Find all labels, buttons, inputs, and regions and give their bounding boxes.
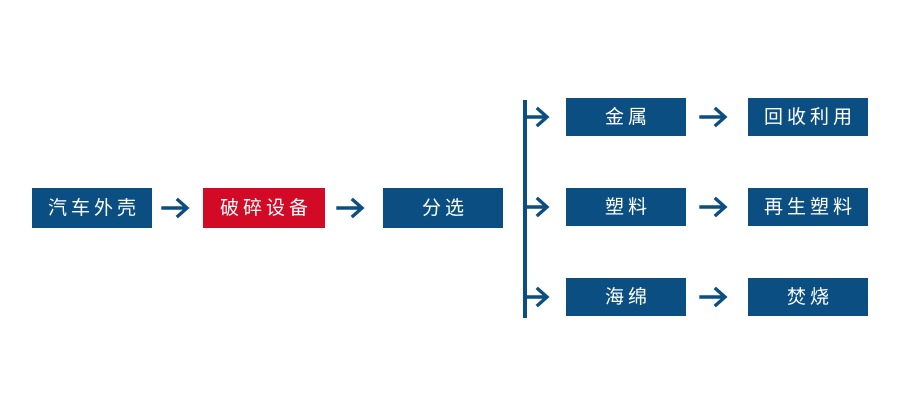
- node-material-sponge-label: 海绵: [604, 286, 651, 308]
- node-destination-regenerated-plastic-label: 再生塑料: [763, 196, 856, 218]
- node-material-metal[interactable]: 金属: [566, 98, 686, 136]
- node-material-plastic-label: 塑料: [604, 196, 651, 218]
- arrow-right-icon-metal-to-destination: [699, 104, 733, 130]
- node-material-plastic[interactable]: 塑料: [566, 188, 686, 226]
- node-input[interactable]: 汽车外壳: [32, 188, 152, 228]
- node-input-label: 汽车外壳: [47, 197, 140, 219]
- arrow-right-icon-crusher-to-sorting: [336, 195, 370, 221]
- node-crusher-label: 破碎设备: [219, 197, 312, 219]
- branch-arrow-right-icon-plastic: [525, 196, 555, 218]
- node-destination-regenerated-plastic[interactable]: 再生塑料: [748, 188, 868, 226]
- arrow-right-icon-sponge-to-destination: [699, 284, 733, 310]
- arrow-right-icon-input-to-crusher: [161, 195, 195, 221]
- node-destination-incineration-label: 焚烧: [786, 286, 833, 308]
- node-destination-incineration[interactable]: 焚烧: [748, 278, 868, 316]
- branch-arrow-right-icon-metal: [525, 106, 555, 128]
- branch-arrow-right-icon-sponge: [525, 286, 555, 308]
- node-material-sponge[interactable]: 海绵: [566, 278, 686, 316]
- node-sorting[interactable]: 分选: [383, 188, 503, 228]
- node-sorting-label: 分选: [421, 197, 468, 219]
- arrow-right-icon-plastic-to-destination: [699, 194, 733, 220]
- node-crusher[interactable]: 破碎设备: [203, 188, 325, 228]
- node-destination-recycle[interactable]: 回收利用: [748, 98, 868, 136]
- node-material-metal-label: 金属: [604, 106, 651, 128]
- node-destination-recycle-label: 回收利用: [763, 106, 856, 128]
- vertical-trunk-line: [523, 100, 527, 318]
